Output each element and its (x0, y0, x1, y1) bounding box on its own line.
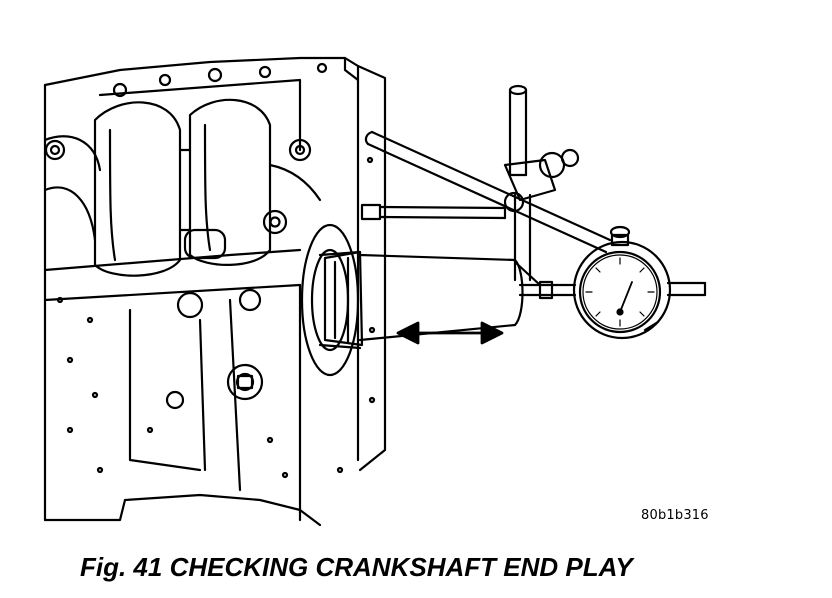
engine-block (43, 56, 387, 527)
crankshaft-counterweights (93, 98, 322, 277)
extension-rod (358, 253, 577, 342)
figure-reference-code: 80b1b316 (641, 508, 709, 523)
diagonal-arm-rod (364, 130, 612, 254)
dial-indicator (572, 225, 707, 340)
figure-caption: Fig. 41 CHECKING CRANKSHAFT END PLAY (80, 552, 633, 582)
mounting-stud (360, 203, 507, 221)
indicator-support-post (503, 84, 580, 282)
crankshaft-nose (300, 223, 364, 377)
end-play-arrow (396, 321, 504, 345)
